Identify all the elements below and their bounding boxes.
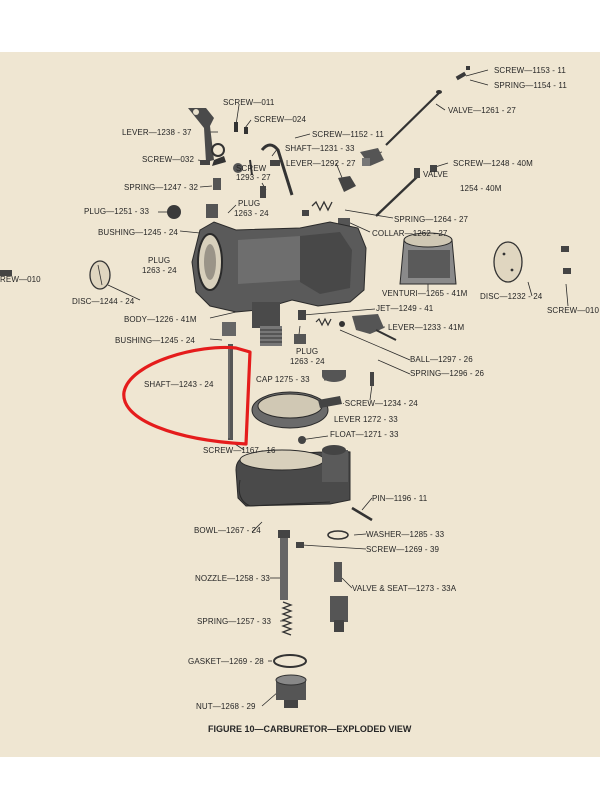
- label-jet-1249: JET—1249 - 41: [376, 304, 434, 313]
- red-annotation-circle: [122, 345, 252, 446]
- label-shaft-1243: SHAFT—1243 - 24: [144, 380, 214, 389]
- label-collar-1262: COLLAR—1262 - 27: [372, 229, 448, 238]
- label-screw-1152: SCREW—1152 - 11: [312, 130, 384, 139]
- label-screw-032: SCREW—032: [142, 155, 195, 164]
- label-valve-1254-b: 1254 - 40M: [460, 184, 502, 193]
- label-spring-1247: SPRING—1247 - 32: [124, 183, 199, 192]
- label-screw-1248: SCREW—1248 - 40M: [453, 159, 533, 168]
- label-plug-1263-top-a: PLUG: [238, 199, 261, 208]
- label-bushing-1245-top: BUSHING—1245 - 24: [98, 228, 178, 237]
- label-cap-1275: CAP 1275 - 33: [256, 375, 310, 384]
- label-venturi-1265: VENTURI—1265 - 41M: [382, 289, 468, 298]
- label-nozzle-1258: NOZZLE—1258 - 33: [195, 574, 270, 583]
- label-disc-1244: DISC—1244 - 24: [72, 297, 135, 306]
- label-screw-1293-a: SCREW: [236, 164, 267, 173]
- figure-caption: FIGURE 10—CARBURETOR—EXPLODED VIEW: [208, 724, 412, 734]
- label-plug-1263-left-a: PLUG: [148, 256, 171, 265]
- label-screw-024: SCREW—024: [254, 115, 307, 124]
- label-screw-1293-b: 1293 - 27: [236, 173, 271, 182]
- label-washer-1285: WASHER—1285 - 33: [366, 530, 445, 539]
- label-lever-1238: LEVER—1238 - 37: [122, 128, 192, 137]
- label-body-1226: BODY—1226 - 41M: [124, 315, 197, 324]
- label-screw-010-left: REW—010: [0, 275, 41, 284]
- label-lever-1292: LEVER—1292 - 27: [286, 159, 356, 168]
- label-valve-1254-a: VALVE: [423, 170, 449, 179]
- label-disc-1232: DISC—1232 - 24: [480, 292, 543, 301]
- label-plug-1251: PLUG—1251 - 33: [84, 207, 149, 216]
- label-screw-1269: SCREW—1269 - 39: [366, 545, 440, 554]
- label-plug-1263-bottom-b: 1263 - 24: [290, 357, 325, 366]
- label-screw-1167: SCREW—1167 - 16: [203, 446, 276, 455]
- label-spring-1154: SPRING—1154 - 11: [494, 81, 567, 90]
- label-nut-1268: NUT—1268 - 29: [196, 702, 256, 711]
- label-screw-010-right: SCREW—010: [547, 306, 600, 315]
- label-lever-1233: LEVER—1233 - 41M: [388, 323, 465, 332]
- label-gasket-1269: GASKET—1269 - 28: [188, 657, 264, 666]
- label-spring-1264: SPRING—1264 - 27: [394, 215, 469, 224]
- label-bowl-1267: BOWL—1267 - 24: [194, 526, 261, 535]
- label-spring-1257: SPRING—1257 - 33: [197, 617, 272, 626]
- label-spring-1296: SPRING—1296 - 26: [410, 369, 485, 378]
- label-valve-seat-1273: VALVE & SEAT—1273 - 33A: [352, 584, 457, 593]
- label-plug-1263-top-b: 1263 - 24: [234, 209, 269, 218]
- label-screw-1234: ·SCREW—1234 - 24: [342, 399, 418, 408]
- exploded-view-drawing: [0, 66, 571, 708]
- label-shaft-1231: SHAFT—1231 - 33: [285, 144, 355, 153]
- label-valve-1261: VALVE—1261 - 27: [448, 106, 516, 115]
- label-bushing-1245-bottom: BUSHING—1245 - 24: [115, 336, 195, 345]
- label-plug-1263-bottom-a: PLUG: [296, 347, 319, 356]
- label-float-1271: FLOAT—1271 - 33: [330, 430, 399, 439]
- label-pin-1196: PIN—1196 - 11: [372, 494, 428, 503]
- label-ball-1297: BALL—1297 - 26: [410, 355, 473, 364]
- manual-page: SCREW—1153 - 11 SPRING—1154 - 11 VALVE—1…: [0, 52, 600, 757]
- label-lever-1272: LEVER 1272 - 33: [334, 415, 398, 424]
- label-screw-011: SCREW—011: [223, 98, 275, 107]
- label-screw-1153: SCREW—1153 - 11: [494, 66, 566, 75]
- label-plug-1263-left-b: 1263 - 24: [142, 266, 177, 275]
